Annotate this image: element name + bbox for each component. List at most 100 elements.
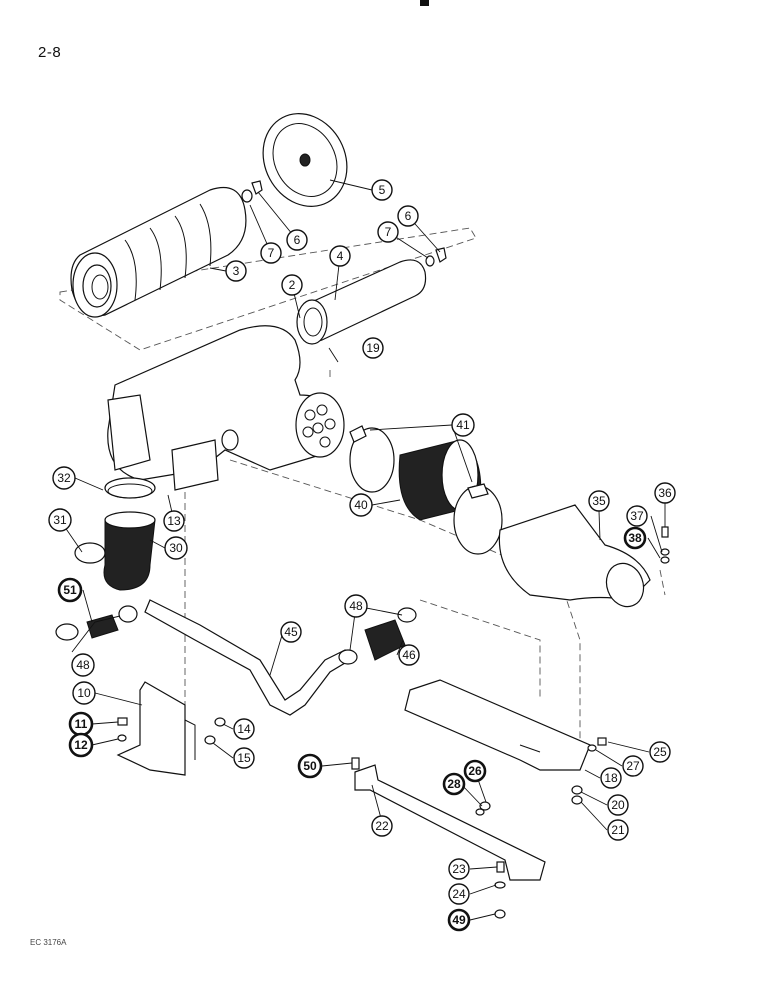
callout-31: 31	[48, 508, 72, 532]
svg-text:40: 40	[354, 498, 368, 512]
callout-28: 28	[442, 772, 466, 796]
svg-text:50: 50	[303, 759, 317, 773]
svg-text:6: 6	[405, 209, 412, 223]
callout-6-upper: 6	[286, 229, 308, 251]
small-clamp-right	[118, 605, 138, 623]
callout-49: 49	[447, 908, 471, 932]
short-hose-left	[86, 614, 119, 639]
svg-text:25: 25	[653, 745, 667, 759]
callout-11: 11	[68, 711, 94, 737]
outer-filter-element	[70, 186, 247, 318]
elbow-clamp-lower	[74, 542, 106, 564]
svg-text:21: 21	[611, 823, 625, 837]
svg-text:22: 22	[375, 819, 389, 833]
bolt-right	[587, 737, 607, 752]
svg-text:27: 27	[626, 759, 640, 773]
svg-text:45: 45	[284, 625, 298, 639]
svg-text:15: 15	[237, 751, 251, 765]
bolt-left	[117, 717, 128, 742]
svg-text:12: 12	[74, 738, 88, 752]
svg-text:18: 18	[604, 771, 618, 785]
svg-text:32: 32	[57, 471, 71, 485]
callout-48-left: 48	[71, 653, 95, 677]
hose-clamp-upper	[349, 425, 395, 493]
callout-40: 40	[349, 493, 373, 517]
callout-23: 23	[448, 858, 470, 880]
callout-12: 12	[68, 732, 94, 758]
callout-22: 22	[371, 815, 393, 837]
svg-text:28: 28	[447, 777, 461, 791]
callout-20: 20	[607, 794, 629, 816]
callout-37: 37	[626, 505, 648, 527]
callout-27: 27	[622, 755, 644, 777]
callout-21: 21	[607, 819, 629, 841]
svg-text:30: 30	[169, 541, 183, 555]
callout-7-lower: 7	[377, 221, 399, 243]
small-clamp-left	[55, 623, 79, 641]
callout-46: 46	[398, 644, 420, 666]
svg-text:48: 48	[76, 658, 90, 672]
callout-25: 25	[649, 741, 671, 763]
callout-18: 18	[600, 767, 622, 789]
nut-brace	[475, 801, 491, 816]
callout-41: 41	[451, 413, 475, 437]
small-clamp-mid-b	[397, 607, 417, 623]
figure-code: EC 3176A	[30, 938, 67, 947]
svg-text:51: 51	[63, 583, 77, 597]
small-clamp-mid-a	[338, 649, 358, 665]
svg-text:3: 3	[233, 264, 240, 278]
svg-text:38: 38	[628, 531, 642, 545]
svg-text:48: 48	[349, 599, 363, 613]
wing-nut-upper	[241, 180, 263, 203]
vent-tube	[144, 599, 351, 716]
callout-51: 51	[57, 577, 83, 603]
wing-nut-lower	[425, 247, 447, 267]
svg-text:19: 19	[366, 341, 380, 355]
callout-32: 32	[52, 466, 76, 490]
callout-13: 13	[163, 510, 185, 532]
callout-14: 14	[233, 718, 255, 740]
callout-5: 5	[371, 179, 393, 201]
hose-clamp-lower	[453, 483, 503, 555]
callout-4: 4	[329, 245, 351, 267]
support-plate	[404, 679, 591, 771]
support-brace	[354, 764, 546, 881]
svg-text:37: 37	[630, 509, 644, 523]
callout-19: 19	[362, 337, 384, 359]
header-fragment-mark	[420, 0, 429, 6]
mounting-bracket-left	[116, 681, 196, 776]
svg-text:13: 13	[167, 514, 181, 528]
svg-text:7: 7	[268, 246, 275, 260]
callout-35: 35	[588, 490, 610, 512]
duct-bolt	[660, 526, 670, 564]
short-hose-right	[364, 619, 406, 661]
elbow-clamp-upper	[104, 477, 156, 499]
callout-48-mid: 48	[344, 594, 368, 618]
callout-36: 36	[654, 482, 676, 504]
svg-text:49: 49	[452, 913, 466, 927]
inner-filter-element	[296, 259, 427, 345]
svg-text:4: 4	[337, 249, 344, 263]
svg-text:46: 46	[402, 648, 416, 662]
svg-text:14: 14	[237, 722, 251, 736]
svg-text:26: 26	[468, 764, 482, 778]
callout-7-upper: 7	[260, 242, 282, 264]
svg-text:6: 6	[294, 233, 301, 247]
nut-left	[204, 717, 226, 745]
svg-text:24: 24	[452, 887, 466, 901]
callout-50: 50	[297, 753, 323, 779]
callout-30: 30	[164, 536, 188, 560]
nut-right	[571, 785, 583, 805]
bolt-lower	[494, 861, 506, 919]
svg-text:10: 10	[77, 686, 91, 700]
filter-cover	[262, 113, 348, 207]
callout-10: 10	[72, 681, 96, 705]
callout-38: 38	[623, 526, 647, 550]
page-number: 2-8	[38, 44, 62, 61]
bolt-brace	[351, 757, 360, 770]
svg-text:2: 2	[289, 278, 296, 292]
elbow-hose	[103, 511, 156, 591]
callout-6-lower: 6	[397, 205, 419, 227]
callout-2: 2	[281, 274, 303, 296]
